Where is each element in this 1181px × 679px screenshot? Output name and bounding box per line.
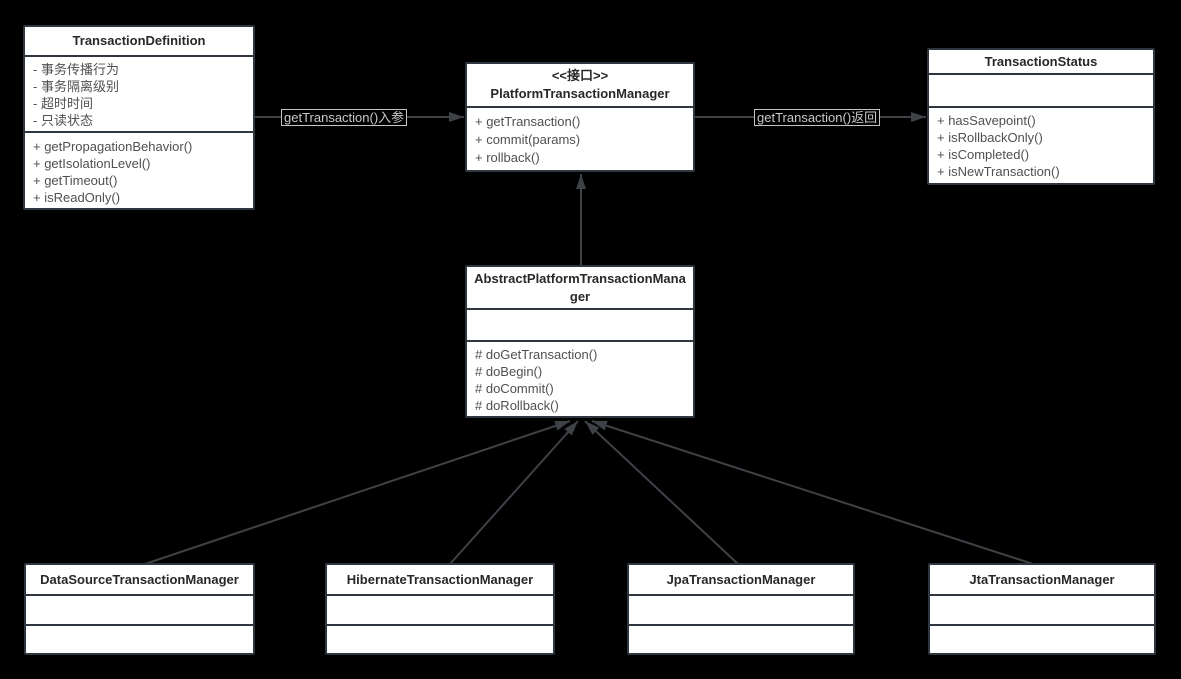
- method: + isReadOnly(): [33, 190, 121, 205]
- class-name: TransactionDefinition: [72, 33, 206, 48]
- edge-inherit-jpa-to-abstract[interactable]: [584, 420, 739, 565]
- method: + getTimeout(): [33, 173, 118, 188]
- methods-section-empty: [26, 626, 253, 653]
- method: # doRollback(): [475, 398, 559, 413]
- class-stereotype: <<接口>>: [551, 68, 609, 83]
- class-name: AbstractPlatformTransactionManager: [474, 270, 686, 304]
- class-name: JpaTransactionManager: [666, 571, 816, 587]
- method: + getIsolationLevel(): [33, 156, 151, 171]
- method: + rollback(): [475, 150, 540, 165]
- class-title: DataSourceTransactionManager: [26, 565, 253, 596]
- class-title: AbstractPlatformTransactionManager: [467, 267, 693, 310]
- class-jpa-transaction-manager[interactable]: JpaTransactionManager: [627, 563, 855, 655]
- methods-section: + hasSavepoint() + isRollbackOnly() + is…: [929, 108, 1153, 183]
- class-title: JtaTransactionManager: [930, 565, 1154, 596]
- class-transaction-definition[interactable]: TransactionDefinition - 事务传播行为 - 事务隔离级别 …: [23, 25, 255, 210]
- method: + getPropagationBehavior(): [33, 139, 193, 154]
- class-name: TransactionStatus: [984, 53, 1098, 69]
- method: # doCommit(): [475, 381, 554, 396]
- method: + isNewTransaction(): [937, 164, 1060, 179]
- edge-label-get-transaction-input[interactable]: getTransaction()入参: [281, 109, 408, 126]
- class-title: TransactionStatus: [929, 50, 1153, 75]
- methods-section: + getTransaction() + commit(params) + ro…: [467, 108, 693, 170]
- edge-inherit-datasource-to-abstract[interactable]: [144, 420, 571, 565]
- methods-section-empty: [327, 626, 553, 653]
- method: + isCompleted(): [937, 147, 1030, 162]
- class-abstract-platform-transaction-manager[interactable]: AbstractPlatformTransactionManager # doG…: [465, 265, 695, 418]
- class-name: HibernateTransactionManager: [346, 571, 534, 587]
- attributes-section: - 事务传播行为 - 事务隔离级别 - 超时时间 - 只读状态: [25, 57, 253, 133]
- class-title: <<接口>> PlatformTransactionManager: [467, 64, 693, 108]
- attributes-section-empty: [929, 75, 1153, 108]
- class-title: HibernateTransactionManager: [327, 565, 553, 596]
- class-datasource-transaction-manager[interactable]: DataSourceTransactionManager: [24, 563, 255, 655]
- edge-label-get-transaction-return[interactable]: getTransaction()返回: [754, 109, 881, 126]
- methods-section: + getPropagationBehavior() + getIsolatio…: [25, 133, 253, 208]
- methods-section: # doGetTransaction() # doBegin() # doCom…: [467, 342, 693, 416]
- methods-section-empty: [930, 626, 1154, 653]
- class-name: JtaTransactionManager: [969, 571, 1115, 587]
- method: # doBegin(): [475, 364, 543, 379]
- class-title: JpaTransactionManager: [629, 565, 853, 596]
- methods-section-empty: [629, 626, 853, 653]
- method: + getTransaction(): [475, 114, 581, 129]
- attribute: - 只读状态: [33, 113, 93, 128]
- edge-inherit-hibernate-to-abstract[interactable]: [449, 420, 579, 565]
- attribute: - 超时时间: [33, 96, 93, 111]
- class-transaction-status[interactable]: TransactionStatus + hasSavepoint() + isR…: [927, 48, 1155, 185]
- attribute: - 事务传播行为: [33, 62, 119, 77]
- attributes-section-empty: [467, 310, 693, 342]
- class-hibernate-transaction-manager[interactable]: HibernateTransactionManager: [325, 563, 555, 655]
- attribute: - 事务隔离级别: [33, 79, 119, 94]
- class-name: PlatformTransactionManager: [490, 86, 670, 101]
- method: # doGetTransaction(): [475, 347, 598, 362]
- class-title: TransactionDefinition: [25, 27, 253, 57]
- attributes-section-empty: [26, 596, 253, 626]
- method: + isRollbackOnly(): [937, 130, 1043, 145]
- class-name: DataSourceTransactionManager: [40, 571, 239, 587]
- attributes-section-empty: [327, 596, 553, 626]
- method: + hasSavepoint(): [937, 113, 1036, 128]
- attributes-section-empty: [930, 596, 1154, 626]
- attributes-section-empty: [629, 596, 853, 626]
- class-platform-transaction-manager[interactable]: <<接口>> PlatformTransactionManager + getT…: [465, 62, 695, 172]
- class-jta-transaction-manager[interactable]: JtaTransactionManager: [928, 563, 1156, 655]
- method: + commit(params): [475, 132, 581, 147]
- edge-inherit-jta-to-abstract[interactable]: [591, 420, 1034, 565]
